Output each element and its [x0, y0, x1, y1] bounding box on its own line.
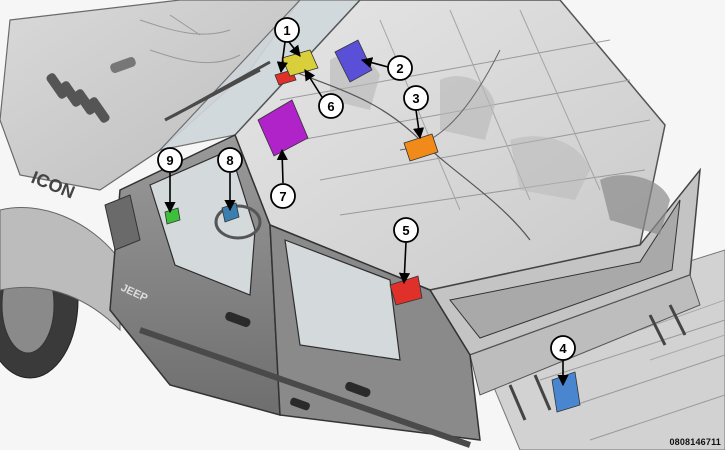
svg-text:9: 9 — [166, 153, 173, 168]
side-doors: JEEP — [104, 133, 481, 448]
rear-window — [428, 167, 701, 356]
leader-2 — [360, 57, 389, 69]
callout-7: 7 — [270, 183, 296, 209]
svg-text:1: 1 — [283, 23, 290, 38]
svg-text:4: 4 — [559, 341, 567, 356]
svg-text:8: 8 — [226, 153, 233, 168]
callouts: 1 2 3 4 5 6 7 8 — [157, 17, 576, 361]
svg-text:3: 3 — [412, 91, 419, 106]
leader-6 — [304, 69, 323, 98]
svg-text:2: 2 — [396, 61, 403, 76]
leader-7 — [276, 148, 288, 184]
leader-1a — [276, 41, 288, 74]
leader-3 — [413, 109, 425, 140]
leader-lines — [164, 41, 569, 387]
callout-2: 2 — [387, 55, 413, 81]
callout-4: 4 — [550, 335, 576, 361]
leader-1b — [288, 41, 301, 57]
component-2 — [334, 39, 373, 83]
svg-text:7: 7 — [279, 189, 286, 204]
svg-text:5: 5 — [402, 223, 409, 238]
component-7 — [257, 99, 309, 157]
callout-6: 6 — [318, 93, 344, 119]
windshield — [158, 0, 361, 151]
callout-8: 8 — [217, 147, 243, 173]
callout-3: 3 — [403, 85, 429, 111]
svg-text:6: 6 — [327, 99, 334, 114]
hood-vents — [46, 56, 136, 123]
figure-id: 0808146711 — [669, 437, 721, 447]
leader-5 — [398, 241, 411, 285]
callout-1: 1 — [274, 17, 300, 43]
front-wheel — [0, 206, 121, 379]
tailgate — [469, 274, 701, 421]
callout-5: 5 — [393, 217, 419, 243]
callout-9: 9 — [157, 147, 183, 173]
